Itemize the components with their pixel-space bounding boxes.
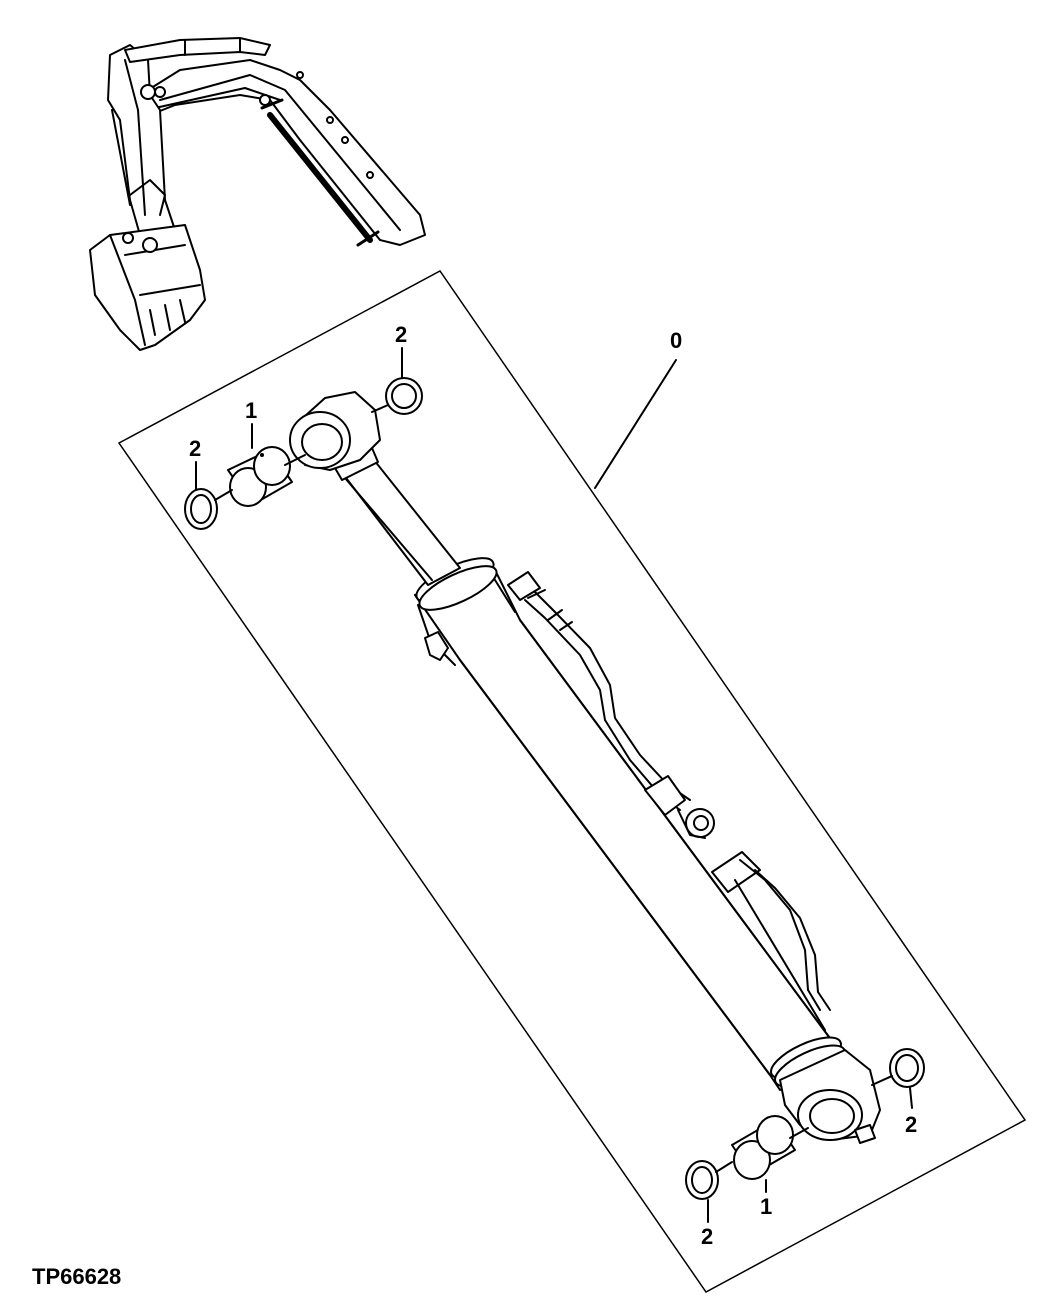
exploded-view-frame (117, 270, 1027, 1293)
excavator-arm-locator (89, 37, 426, 351)
boom-cylinder (289, 391, 881, 1144)
bushing-top (227, 446, 306, 507)
seal-top-right (371, 377, 423, 415)
seal-bottom-left (685, 1160, 733, 1200)
leader-lines (195, 347, 913, 1223)
callout-seal-top-left: 2 (189, 436, 201, 461)
callout-bushing-bottom: 1 (760, 1194, 772, 1219)
bushing-bottom (731, 1115, 809, 1180)
figure-code: TP66628 (32, 1264, 121, 1289)
seal-top-left (184, 488, 233, 530)
callout-bushing-top: 1 (245, 398, 257, 423)
callout-seal-bottom-left: 2 (701, 1224, 713, 1249)
callout-assembly: 0 (670, 328, 682, 353)
callout-seal-bottom-right: 2 (905, 1112, 917, 1137)
callout-seal-top-right: 2 (395, 322, 407, 347)
seal-bottom-right (871, 1048, 925, 1088)
